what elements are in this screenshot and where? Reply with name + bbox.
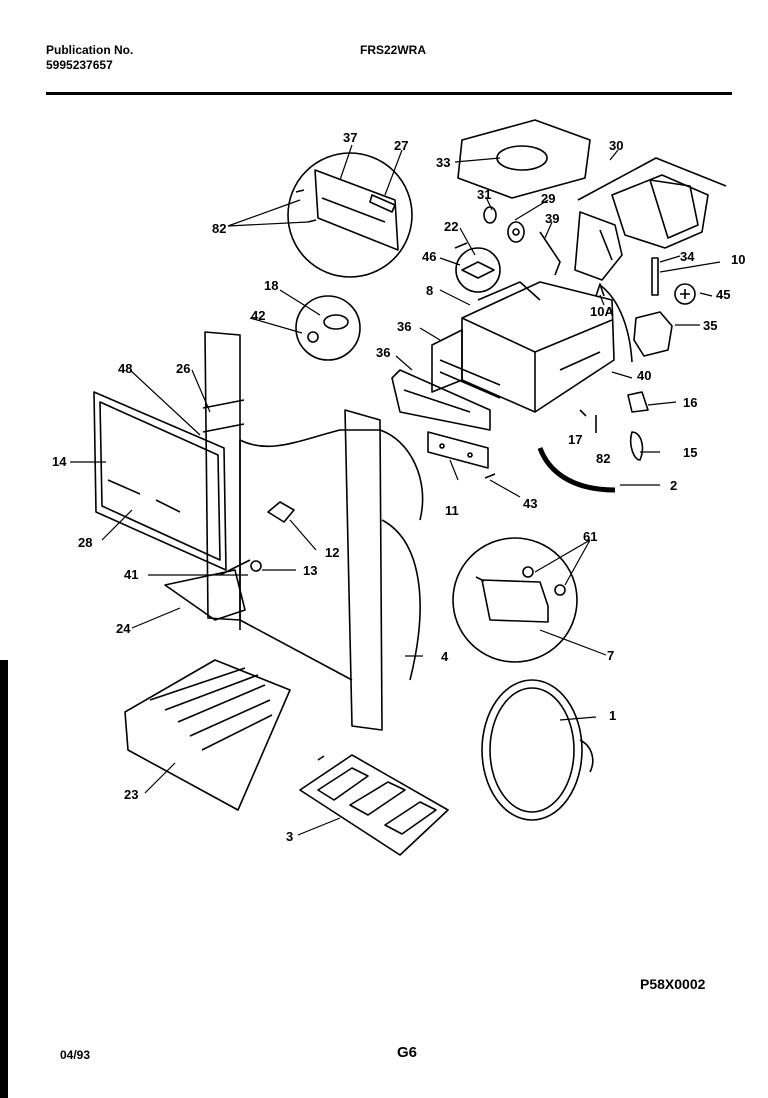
callout-28: 28 bbox=[78, 535, 93, 550]
parts-41-13-24 bbox=[164, 559, 262, 621]
callout-18: 18 bbox=[264, 278, 279, 293]
part-33-top-plate bbox=[457, 119, 591, 199]
callout-45: 45 bbox=[716, 287, 731, 302]
wire-40 bbox=[599, 284, 633, 363]
callout-13: 13 bbox=[303, 563, 318, 578]
callout-24: 24 bbox=[116, 621, 131, 636]
part-12-clip bbox=[267, 501, 295, 523]
parts-34-10-45-35 bbox=[633, 257, 696, 357]
parts-31-29-39 bbox=[483, 206, 561, 276]
callout-40: 40 bbox=[637, 368, 652, 383]
publication-label: Publication No. bbox=[46, 43, 134, 57]
part-4-shell bbox=[239, 409, 424, 731]
callout-37: 37 bbox=[343, 130, 358, 145]
callout-14: 14 bbox=[52, 454, 67, 469]
part-30-chute-door bbox=[574, 157, 727, 281]
callout-1: 1 bbox=[609, 708, 617, 723]
part-36-lower-panel bbox=[391, 369, 491, 431]
callout-17: 17 bbox=[568, 432, 583, 447]
callout-82-lower: 82 bbox=[596, 451, 611, 466]
header-rule bbox=[46, 92, 732, 95]
callout-34: 34 bbox=[680, 249, 695, 264]
page-number: G6 bbox=[397, 1044, 418, 1061]
callout-10: 10 bbox=[731, 252, 746, 267]
callout-39: 39 bbox=[545, 211, 560, 226]
callout-26: 26 bbox=[176, 361, 191, 376]
screw-43 bbox=[484, 473, 496, 479]
callout-61: 61 bbox=[583, 529, 598, 544]
detail-circle-controls bbox=[287, 152, 413, 278]
callout-15: 15 bbox=[683, 445, 698, 460]
callout-41: 41 bbox=[124, 567, 139, 582]
callout-33: 33 bbox=[436, 155, 451, 170]
part-11-bracket bbox=[427, 431, 489, 469]
part-48-bracket bbox=[202, 331, 245, 621]
callout-23: 23 bbox=[124, 787, 139, 802]
scan-edge bbox=[0, 660, 8, 1098]
callout-11: 11 bbox=[445, 503, 459, 518]
callout-10A: 10A bbox=[590, 304, 614, 319]
part-22 bbox=[454, 242, 468, 249]
callout-82-upper: 82 bbox=[212, 221, 227, 236]
callout-3: 3 bbox=[286, 829, 294, 844]
part-23-drip-tray bbox=[124, 659, 291, 811]
part-14-bezel bbox=[93, 391, 227, 571]
callout-2: 2 bbox=[670, 478, 678, 493]
callout-22: 22 bbox=[444, 219, 459, 234]
callout-7: 7 bbox=[607, 648, 615, 663]
screw-17 bbox=[579, 409, 587, 417]
detail-circle-lamp bbox=[295, 295, 361, 361]
leader-lines bbox=[70, 144, 721, 836]
callout-42: 42 bbox=[251, 308, 266, 323]
callout-31: 31 bbox=[477, 187, 492, 202]
model-number: FRS22WRA bbox=[360, 43, 427, 57]
part-10A bbox=[595, 283, 605, 297]
parts-16-15 bbox=[627, 391, 649, 461]
publication-number: 5995237657 bbox=[46, 58, 113, 72]
part-3-plate bbox=[299, 754, 449, 856]
part-1-gasket bbox=[481, 679, 594, 821]
callout-35: 35 bbox=[703, 318, 718, 333]
detail-circle-clip bbox=[455, 247, 501, 293]
callout-36-lower: 36 bbox=[376, 345, 391, 360]
callout-4: 4 bbox=[441, 649, 449, 664]
part-8-dispenser-housing bbox=[431, 281, 615, 413]
callout-12: 12 bbox=[325, 545, 340, 560]
callout-30: 30 bbox=[609, 138, 624, 153]
callout-27: 27 bbox=[394, 138, 409, 153]
part-2-harness bbox=[537, 447, 616, 493]
callout-36-upper: 36 bbox=[397, 319, 412, 334]
callout-48: 48 bbox=[118, 361, 133, 376]
callout-46: 46 bbox=[422, 249, 437, 264]
callout-43: 43 bbox=[523, 496, 538, 511]
callout-8: 8 bbox=[426, 283, 434, 298]
revision-date: 04/93 bbox=[60, 1048, 91, 1062]
callout-29: 29 bbox=[541, 191, 556, 206]
detail-circle-switch bbox=[452, 537, 578, 663]
callout-16: 16 bbox=[683, 395, 698, 410]
drawing-code: P58X0002 bbox=[640, 976, 706, 992]
